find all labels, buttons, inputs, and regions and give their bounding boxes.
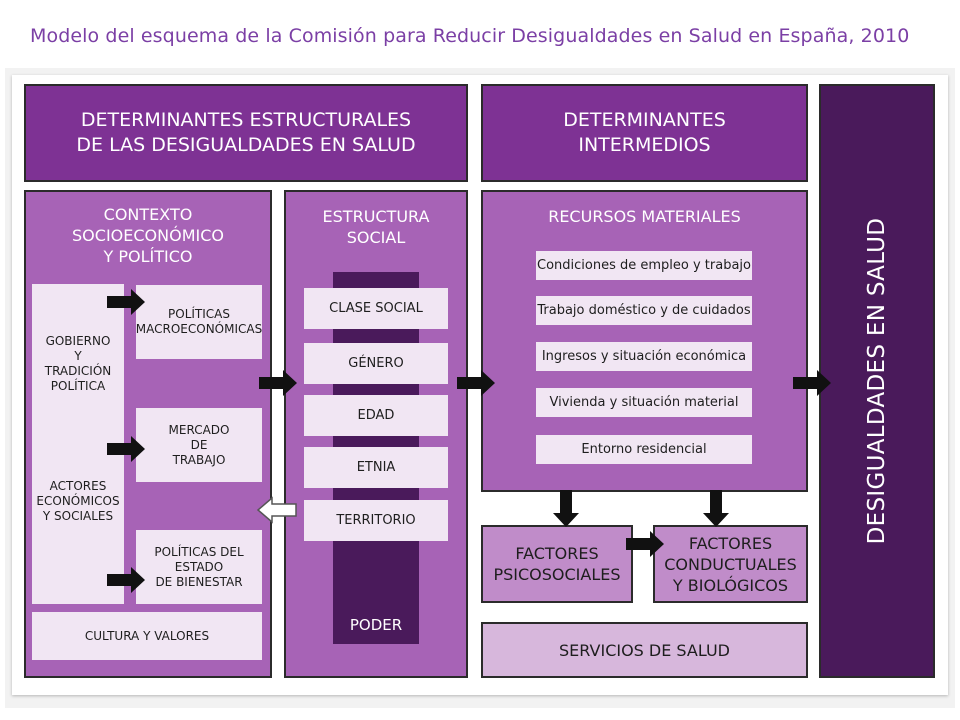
context-title: CONTEXTO SOCIOECONÓMICO Y POLÍTICO — [26, 204, 270, 267]
arrow-down-icon — [703, 490, 729, 527]
actors-line3: Y SOCIALES — [42, 509, 114, 523]
labor-line2: DE — [190, 437, 208, 452]
welfare-policies-card: POLÍTICAS DEL ESTADO DE BIENESTAR — [136, 530, 262, 604]
arrow-right-icon — [107, 436, 145, 462]
page-title: Modelo del esquema de la Comisión para R… — [30, 25, 910, 47]
welfare-line1: POLÍTICAS DEL — [154, 544, 244, 559]
behavioral-line1: FACTORES — [688, 533, 773, 553]
labor-line1: MERCADO — [168, 422, 230, 437]
government-line3: TRADICIÓN — [44, 364, 112, 378]
power-label: PODER — [349, 616, 403, 634]
culture-values-card: CULTURA Y VALORES — [32, 612, 262, 660]
welfare-line2: ESTADO — [174, 559, 224, 574]
material-resources-title: RECURSOS MATERIALES — [548, 207, 741, 226]
social-title-line1: ESTRUCTURA — [322, 207, 430, 226]
structural-header-line2: DE LAS DESIGUALDADES EN SALUD — [76, 134, 416, 156]
psychosocial-line2: PSICOSOCIALES — [493, 565, 621, 584]
resource-item-domestic-work: Trabajo doméstico y de cuidados — [536, 296, 752, 325]
psychosocial-factors-box: FACTORES PSICOSOCIALES — [481, 525, 633, 603]
actors-line2: ECONÓMICOS — [36, 494, 120, 508]
government-actors-column: GOBIERNO Y TRADICIÓN POLÍTICA ACTORES EC… — [32, 284, 124, 604]
arrow-right-icon — [626, 531, 664, 557]
social-item-gender: GÉNERO — [304, 343, 448, 384]
behavioral-line2: CONDUCTUALES — [664, 554, 797, 574]
resource-item-environment: Entorno residencial — [536, 435, 752, 464]
labor-market-card: MERCADO DE TRABAJO — [136, 408, 262, 482]
health-services-box: SERVICIOS DE SALUD — [481, 622, 808, 678]
health-services-label: SERVICIOS DE SALUD — [559, 640, 730, 660]
labor-line3: TRABAJO — [172, 452, 226, 467]
resource-item-income: Ingresos y situación económica — [536, 342, 752, 371]
macroeconomic-policies-card: POLÍTICAS MACROECONÓMICAS — [136, 285, 262, 359]
social-item-age: EDAD — [304, 395, 448, 436]
context-title-line3: Y POLÍTICO — [103, 247, 193, 266]
arrow-right-icon — [457, 370, 495, 396]
arrow-down-icon — [553, 490, 579, 527]
arrow-right-icon — [107, 289, 145, 315]
social-title-line2: SOCIAL — [346, 228, 406, 247]
arrow-right-icon — [793, 370, 831, 396]
macro-line1: POLÍTICAS — [168, 307, 230, 321]
actors-line1: ACTORES — [49, 479, 107, 493]
behavioral-line3: Y BIOLÓGICOS — [672, 575, 789, 595]
actors-label: ACTORES ECONÓMICOS Y SOCIALES — [36, 479, 119, 524]
welfare-line3: DE BIENESTAR — [155, 574, 243, 589]
macro-line2: MACROECONÓMICAS — [135, 322, 263, 336]
social-item-territory: TERRITORIO — [304, 500, 448, 541]
arrow-right-icon — [107, 567, 145, 593]
intermediate-determinants-header: DETERMINANTES INTERMEDIOS — [481, 84, 808, 182]
government-line2: Y — [74, 349, 82, 363]
culture-values-label: CULTURA Y VALORES — [84, 628, 210, 643]
psychosocial-line1: FACTORES — [515, 544, 599, 563]
arrow-left-outline-icon — [256, 496, 297, 524]
government-line1: GOBIERNO — [45, 334, 111, 348]
government-label: GOBIERNO Y TRADICIÓN POLÍTICA — [45, 334, 112, 394]
behavioral-factors-box: FACTORES CONDUCTUALES Y BIOLÓGICOS — [653, 525, 808, 603]
arrow-right-icon — [259, 370, 297, 396]
structural-determinants-header: DETERMINANTES ESTRUCTURALES DE LAS DESIG… — [24, 84, 468, 182]
health-inequalities-label: DESIGUALDADES EN SALUD — [864, 217, 890, 545]
intermediate-header-line1: DETERMINANTES — [563, 109, 726, 131]
context-title-line2: SOCIOECONÓMICO — [72, 226, 224, 245]
social-structure-title: ESTRUCTURA SOCIAL — [286, 206, 466, 248]
structural-header-line1: DETERMINANTES ESTRUCTURALES — [80, 109, 412, 131]
context-title-line1: CONTEXTO — [103, 205, 193, 224]
government-line4: POLÍTICA — [50, 379, 106, 393]
resource-item-housing: Vivienda y situación material — [536, 388, 752, 417]
health-inequalities-box: DESIGUALDADES EN SALUD — [819, 84, 935, 678]
intermediate-header-line2: INTERMEDIOS — [578, 134, 711, 156]
social-item-ethnicity: ETNIA — [304, 447, 448, 488]
resource-item-employment: Condiciones de empleo y trabajo — [536, 251, 752, 280]
social-item-class: CLASE SOCIAL — [304, 288, 448, 329]
